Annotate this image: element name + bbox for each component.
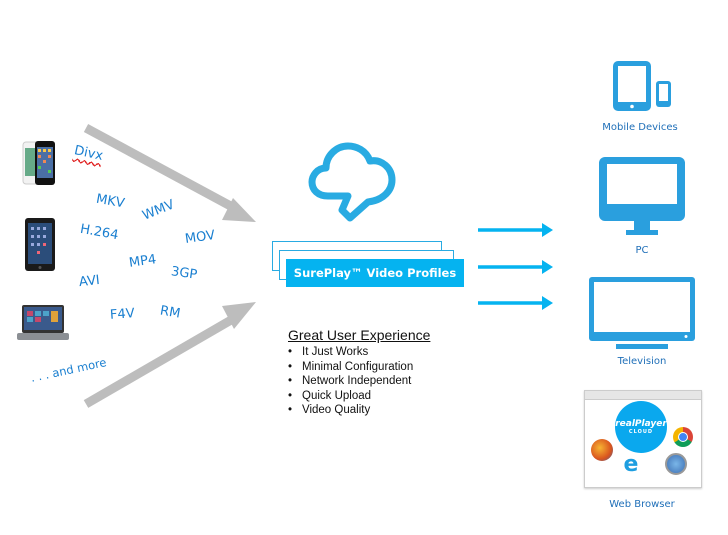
target-label-web-browser: Web Browser — [609, 499, 675, 510]
ux-list-item: Video Quality — [288, 403, 430, 418]
tablet-icon — [25, 218, 55, 271]
ux-list-item: It Just Works — [288, 345, 430, 360]
mobile-devices-icon — [613, 61, 671, 111]
web-browser-icon: realPlayer CLOUD e — [584, 390, 702, 488]
ux-list-item: Quick Upload — [288, 389, 430, 404]
chrome-icon — [673, 427, 693, 447]
smartphone-icon — [22, 141, 55, 185]
laptop-icon — [17, 305, 69, 340]
ux-title: Great User Experience — [288, 327, 431, 343]
blue-arrow-3 — [478, 296, 553, 310]
ux-section: Great User Experience It Just Works Mini… — [288, 327, 430, 418]
safari-icon — [665, 453, 687, 475]
blue-arrow-1 — [478, 223, 553, 237]
ux-list: It Just Works Minimal Configuration Netw… — [288, 345, 430, 418]
realplayer-logo-sub: CLOUD — [628, 429, 654, 435]
format-label: F4V — [109, 306, 136, 323]
gray-arrow-down — [83, 124, 256, 222]
target-label-pc: PC — [635, 245, 649, 256]
target-label-television: Television — [617, 356, 667, 367]
ux-list-item: Network Independent — [288, 374, 430, 389]
format-label: AVI — [78, 272, 101, 291]
pc-monitor-icon — [599, 157, 685, 235]
realplayer-cloud-logo: realPlayer CLOUD — [615, 401, 667, 453]
format-label: RM — [158, 303, 182, 322]
realplayer-logo-text: realPlayer — [615, 419, 667, 429]
sureplay-banner: SurePlay™ Video Profiles — [286, 259, 464, 287]
blue-arrow-2 — [478, 260, 553, 274]
firefox-icon — [591, 439, 613, 461]
ux-list-item: Minimal Configuration — [288, 360, 430, 375]
gray-arrow-up — [83, 302, 256, 408]
cloud-icon — [308, 142, 396, 222]
target-label-mobile: Mobile Devices — [602, 122, 678, 133]
browser-toolbar — [585, 391, 701, 400]
television-icon — [589, 277, 695, 349]
internet-explorer-icon: e — [623, 452, 639, 477]
